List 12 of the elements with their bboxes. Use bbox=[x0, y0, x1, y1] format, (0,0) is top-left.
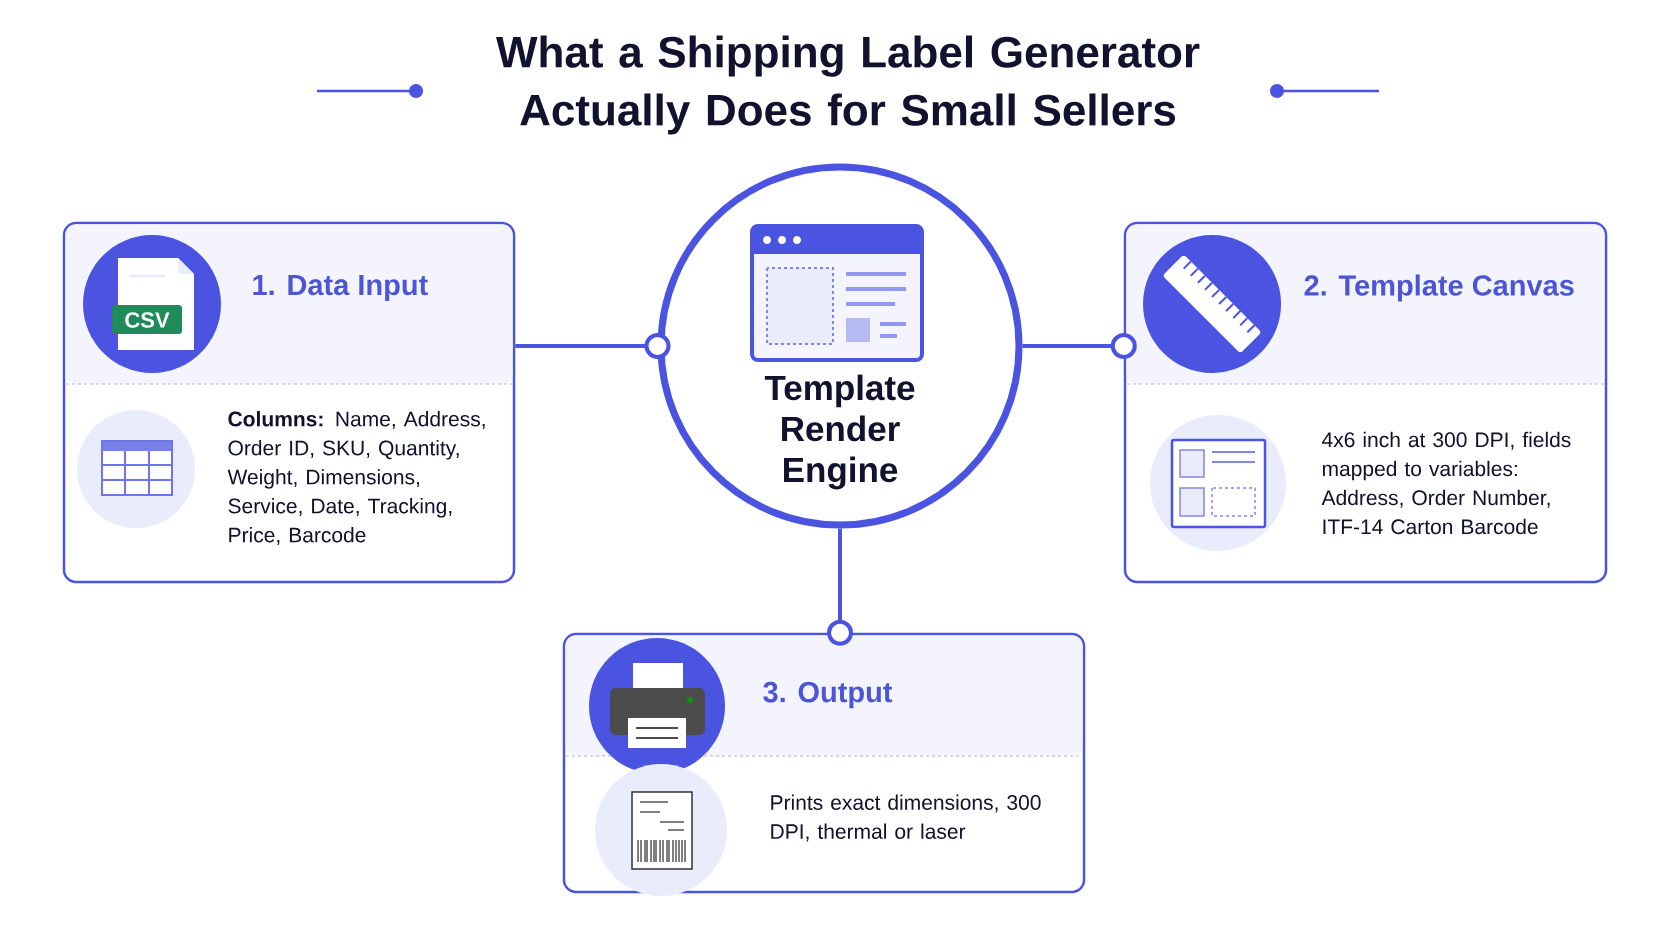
icon-text: CSV bbox=[125, 312, 170, 328]
connector bbox=[827, 528, 853, 646]
card-heading: 3. Output bbox=[763, 681, 893, 709]
connector bbox=[515, 333, 671, 359]
engine-label: Template Render Engine bbox=[764, 374, 915, 490]
card-text: Prints exact dimensions, 300 DPI, thermal or laser bbox=[771, 794, 1041, 842]
title: What a Shipping Label Generator Actually Does for Small Sellers bbox=[496, 35, 1200, 135]
card-heading: 2. Template Canvas bbox=[1304, 274, 1574, 302]
card-heading: 1. Data Input bbox=[253, 275, 428, 301]
connector bbox=[1022, 333, 1137, 359]
card-text: Columns: Name, Address, Order ID, SKU, Quantity, Weight, Dimensions, Service, Date, Tracking, Price, Barcode bbox=[227, 411, 485, 545]
card-text: 4x6 inch at 300 DPI, fields mapped to variables: Address, Order Number, ITF-14 Carton Barcode bbox=[1321, 431, 1571, 535]
